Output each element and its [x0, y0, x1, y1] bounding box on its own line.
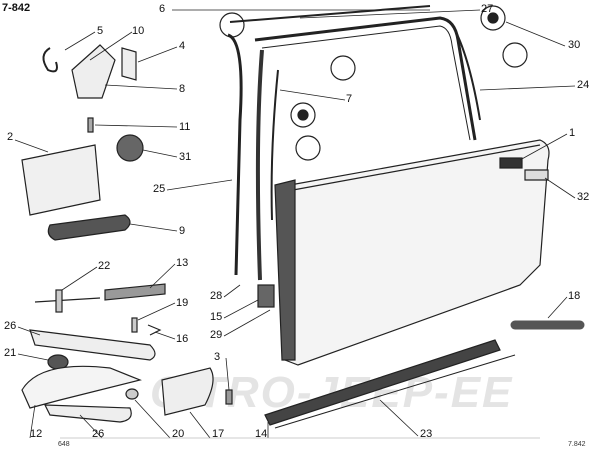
part-label: 8: [179, 83, 186, 95]
panel-2: [21, 144, 101, 216]
sill-14: [264, 339, 501, 426]
plate-4: [121, 47, 137, 81]
callout-circle: [330, 55, 356, 81]
part-label: 18: [568, 290, 581, 302]
pin-11: [87, 117, 94, 133]
callout-circle: [502, 42, 528, 68]
part-label: 5: [97, 25, 104, 37]
part-label: 11: [179, 121, 191, 133]
part-label: 21: [4, 347, 17, 359]
seal-29: [274, 179, 296, 361]
part-label: 30: [568, 39, 581, 51]
part-label: 27: [481, 3, 494, 15]
callout-circle: [290, 102, 316, 128]
hinge-10: [71, 44, 116, 99]
strap-26-bottom: [44, 404, 132, 423]
screw-3: [225, 389, 233, 405]
part-label: 3: [214, 351, 221, 363]
plug-31: [116, 134, 144, 162]
callout-circle: [480, 5, 506, 31]
part-label: 4: [179, 40, 186, 52]
pad-9: [47, 214, 131, 241]
pin-19: [131, 317, 138, 333]
part-label: 22: [98, 260, 111, 272]
washer-20: [125, 388, 139, 400]
part-label: 32: [577, 191, 590, 203]
seal-25: [227, 33, 243, 276]
part-label: 2: [7, 131, 14, 143]
reference-bottom-right: 7.842: [568, 441, 586, 448]
part-label: 31: [179, 151, 192, 163]
part-label: 25: [153, 183, 166, 195]
part-label: 1: [569, 127, 576, 139]
part-label: 19: [176, 297, 189, 309]
strip-23: [274, 354, 516, 429]
part-15: [257, 284, 275, 308]
part-label: 16: [176, 333, 189, 345]
part-label: 17: [212, 428, 225, 440]
callout-circle: [219, 12, 245, 38]
pin-22: [55, 289, 63, 313]
part-label: 29: [210, 329, 223, 341]
part-label: 26: [92, 428, 105, 440]
seal-6: [229, 5, 431, 23]
diagram-reference: 7-842: [2, 2, 31, 14]
check-arm-12: [21, 365, 142, 409]
striker-32: [524, 169, 549, 181]
part-label: 15: [210, 311, 223, 323]
seal-30: [454, 29, 481, 121]
callout-circle: [295, 135, 321, 161]
part-label: 20: [172, 428, 185, 440]
part-label: 28: [210, 290, 223, 302]
seal-24: [254, 16, 477, 141]
part-label: 14: [255, 428, 268, 440]
part-label: 7: [346, 93, 353, 105]
seal-7: [270, 69, 279, 221]
door-panel: [284, 139, 550, 366]
part-label: 10: [132, 25, 145, 37]
part-label: 24: [577, 79, 590, 91]
part-label: 23: [420, 428, 433, 440]
plate-17: [161, 367, 214, 416]
bracket-5: [42, 47, 58, 73]
part-label: 13: [176, 257, 189, 269]
part-label: 9: [179, 225, 186, 237]
leader-lines: [14, 9, 576, 439]
clip-16: [147, 324, 162, 336]
part-label: 12: [30, 428, 43, 440]
seal-28: [255, 49, 264, 281]
part-label: 26: [4, 320, 17, 332]
strap-26-top: [29, 329, 156, 361]
door-handle: [499, 157, 523, 169]
part-label: 6: [159, 3, 166, 15]
reference-bottom-left: 648: [58, 441, 70, 448]
